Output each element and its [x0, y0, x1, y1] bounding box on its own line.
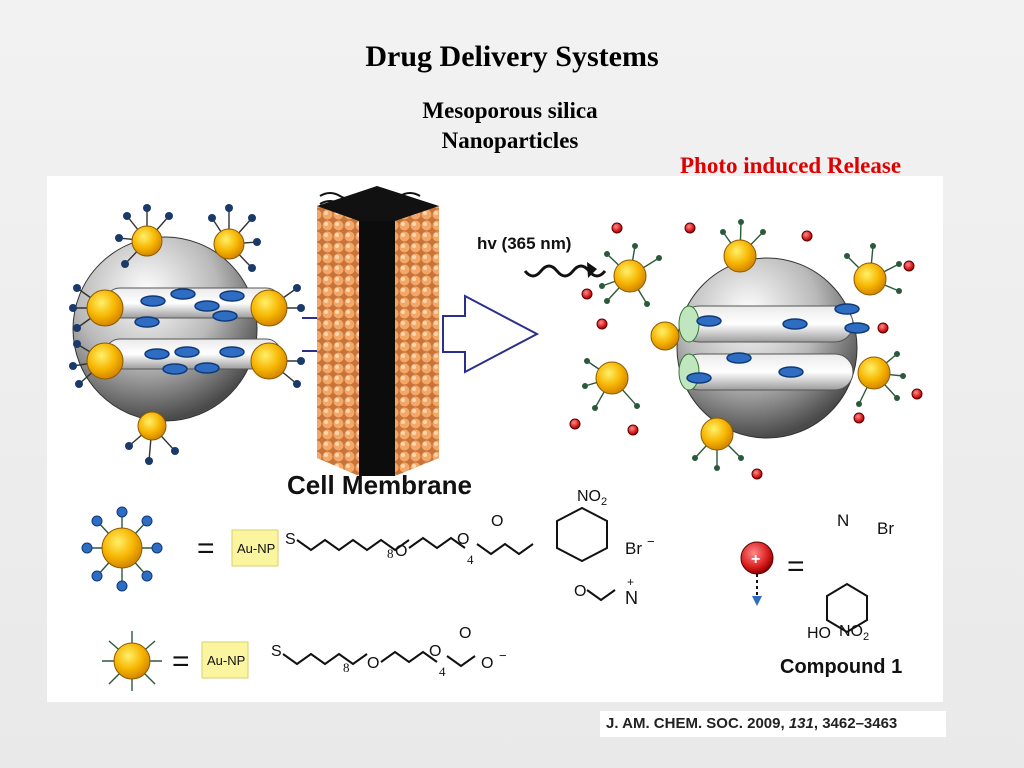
ester-chain: [476, 542, 534, 556]
light-label: hv (365 nm): [477, 234, 571, 253]
subscript-8-2: 8: [343, 660, 350, 675]
oxygen-label-3: O: [367, 655, 379, 672]
subscript-8: 8: [387, 546, 394, 561]
aunp-label: Au-NP: [237, 541, 275, 556]
subtitle-line-1: Mesoporous silica: [422, 98, 598, 123]
peg-chain: [408, 536, 466, 550]
aunp-box-2: [201, 641, 249, 679]
cation-plus: +: [751, 551, 760, 568]
capped-nanoparticle: [72, 236, 282, 422]
released-cation: [569, 222, 923, 480]
released-caps: [569, 219, 923, 480]
aunp-box: [231, 529, 279, 567]
equals-sign: =: [197, 532, 215, 565]
citation-pages: , 3462–3463: [813, 715, 898, 732]
pore-channel: [680, 353, 854, 391]
ethyl-link: [586, 589, 616, 602]
cationic-nanoparticle-legend: [81, 506, 163, 592]
ether-oxygen: O: [574, 583, 586, 600]
ammonium-charge: +: [627, 575, 634, 589]
compound-n: N: [837, 511, 849, 530]
subtitle-line-2: Nanoparticles: [441, 128, 579, 153]
sulfur-label-2: S: [271, 643, 282, 660]
bromide-charge: −: [647, 534, 655, 549]
gold-cap: [69, 204, 305, 465]
carbonyl-oxygen: O: [491, 513, 503, 530]
equals-sign-2: =: [787, 550, 805, 583]
compound-br: Br: [877, 519, 894, 538]
open-nanoparticle: [676, 257, 870, 439]
citation: J. AM. CHEM. SOC. 2009, 131, 3462–3463: [600, 711, 946, 737]
slide-title: Drug Delivery Systems: [365, 40, 659, 73]
cell-membrane: [317, 186, 439, 476]
alkyl-chain: [296, 538, 410, 552]
benzene-ring: [556, 506, 608, 563]
compound-nitro: NO2: [839, 623, 869, 643]
compound-ring: [826, 582, 868, 634]
anionic-nanoparticle-legend: [102, 631, 162, 691]
peg-chain-2: [380, 650, 438, 664]
citation-journal: J. AM. CHEM. SOC. 2009,: [606, 715, 789, 732]
compound-label: Compound 1: [780, 656, 902, 678]
sulfur-label: S: [285, 531, 296, 548]
carboxyl-oxygen: O: [459, 625, 471, 642]
carboxylate-oxygen: O: [481, 655, 493, 672]
bromide-label: Br: [625, 539, 642, 558]
drug-delivery-figure: Cell Membrane hv (365 nm): [47, 176, 943, 702]
subscript-4: 4: [467, 552, 474, 567]
cation-legend: +: [740, 541, 774, 606]
compound-ho: HO: [807, 625, 831, 642]
light-arrowhead: [587, 262, 597, 278]
nitro-label: NO2: [577, 488, 607, 508]
cell-membrane-label: Cell Membrane: [287, 470, 472, 500]
photo-release-label: Photo induced Release: [680, 153, 902, 178]
subscript-4-2: 4: [439, 664, 446, 679]
ammonium-n: N: [625, 588, 638, 608]
acid-chain: [446, 655, 476, 668]
equals-sign-3: =: [172, 645, 190, 678]
alkyl-chain-2: [282, 652, 368, 666]
aunp-label-2: Au-NP: [207, 653, 245, 668]
oxygen-label-2: O: [457, 531, 469, 548]
carboxylate-charge: −: [499, 648, 507, 663]
oxygen-label: O: [395, 543, 407, 560]
slide-subtitle: Mesoporous silica Nanoparticles: [380, 96, 640, 156]
figure-canvas: Cell Membrane hv (365 nm): [69, 186, 923, 691]
oxygen-label-4: O: [429, 643, 441, 660]
citation-volume: 131: [788, 715, 814, 732]
